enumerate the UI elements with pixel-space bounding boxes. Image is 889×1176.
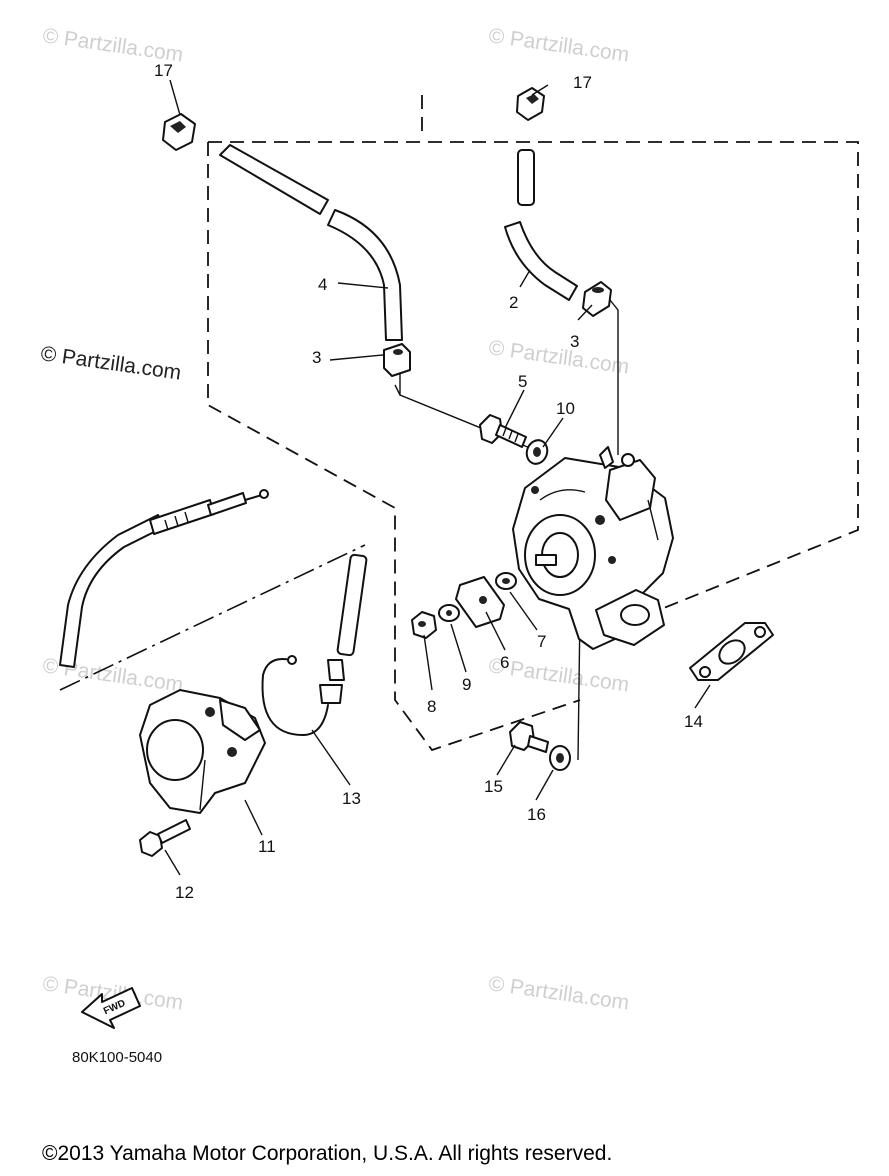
callout-7: 7 (537, 632, 546, 651)
callout-6: 6 (500, 653, 509, 672)
hose-2 (504, 149, 578, 301)
watermark-mid-left: © Partzilla.com (39, 342, 182, 384)
callout-17-right: 17 (573, 73, 592, 92)
washer-16 (549, 745, 571, 771)
callout-16: 16 (527, 805, 546, 824)
hose-clamp-3-left (383, 343, 411, 377)
pump-cable (59, 489, 269, 668)
callout-3-right: 3 (570, 332, 579, 351)
hose-clamp-17-left (162, 113, 196, 151)
oil-pump-body (512, 446, 674, 650)
bolt-5 (479, 414, 527, 448)
bolt-15 (509, 721, 549, 753)
cable-13 (261, 553, 368, 736)
nut-8 (411, 611, 437, 639)
screw-12 (139, 819, 191, 857)
callout-labels: 17 17 4 2 3 3 5 10 7 6 9 8 14 15 16 13 1… (154, 61, 703, 902)
watermark-mid-right: © Partzilla.com (487, 336, 630, 378)
callout-15: 15 (484, 777, 503, 796)
watermark-top-right: © Partzilla.com (487, 24, 630, 66)
copyright-notice: ©2013 Yamaha Motor Corporation, U.S.A. A… (42, 1142, 612, 1165)
pump-cover-11 (139, 689, 266, 814)
callout-12: 12 (175, 883, 194, 902)
callout-5: 5 (518, 372, 527, 391)
diagram-code: 80K100-5040 (72, 1049, 162, 1066)
washer-9 (438, 604, 460, 622)
callout-13: 13 (342, 789, 361, 808)
hose-4 (219, 144, 403, 341)
gasket-14 (689, 622, 774, 681)
callout-9: 9 (462, 675, 471, 694)
callout-17-left: 17 (154, 61, 173, 80)
leader-lines (164, 79, 711, 876)
callout-14: 14 (684, 712, 703, 731)
hose-clamp-17-right (516, 87, 545, 121)
callout-10: 10 (556, 399, 575, 418)
watermark-bottom-right: © Partzilla.com (487, 972, 630, 1014)
callout-3-left: 3 (312, 348, 321, 367)
fwd-arrow-icon: FWD (81, 987, 141, 1029)
plate-6 (455, 576, 505, 628)
callout-11: 11 (258, 837, 276, 856)
callout-4: 4 (318, 275, 327, 294)
callout-8: 8 (427, 697, 436, 716)
washer-10 (525, 439, 549, 465)
callout-2: 2 (509, 293, 518, 312)
washer-7 (495, 572, 517, 590)
